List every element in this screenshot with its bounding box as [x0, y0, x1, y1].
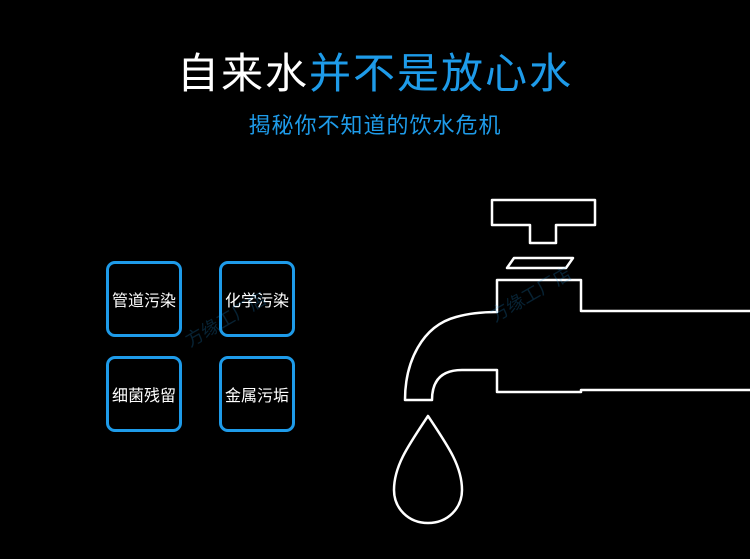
water-drop: [392, 414, 464, 525]
faucet-nut: [505, 256, 575, 270]
faucet-body: [403, 278, 750, 402]
page-subtitle: 揭秘你不知道的饮水危机: [248, 114, 502, 139]
tag-chemical-pollution: 化学污染: [219, 261, 295, 337]
tag-pipe-pollution: 管道污染: [106, 261, 182, 337]
title-white-part: 自来水: [176, 49, 309, 98]
tag-label: 管道污染: [111, 291, 176, 310]
page-title: 自来水并不是放心水: [0, 46, 750, 102]
tag-bacteria-residue: 细菌残留: [106, 356, 182, 432]
title-blue-part: 并不是放心水: [309, 49, 574, 98]
tag-label: 化学污染: [224, 291, 289, 310]
faucet-handle: [490, 198, 597, 245]
tag-label: 金属污垢: [224, 386, 289, 405]
tag-metal-scale: 金属污垢: [219, 356, 295, 432]
tag-label: 细菌残留: [111, 386, 176, 405]
